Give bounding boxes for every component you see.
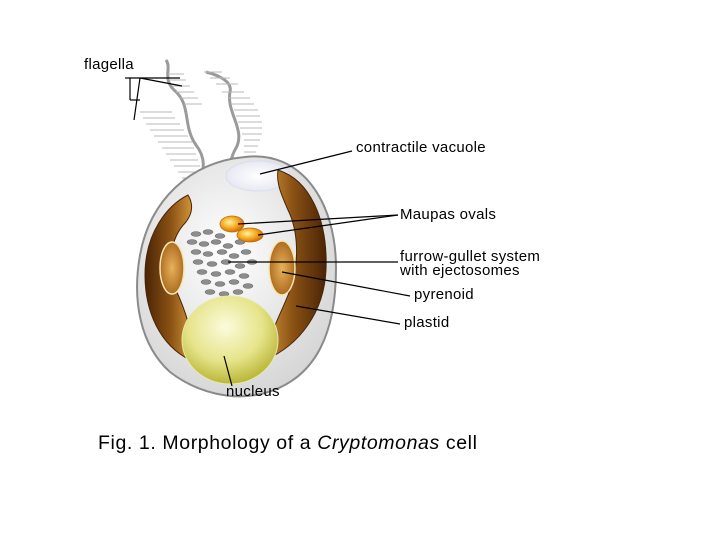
leader-pyrenoid: [281, 271, 411, 297]
caption-genus: Cryptomonas: [317, 432, 440, 454]
pyrenoid-right: [268, 240, 296, 296]
label-plastid: plastid: [404, 314, 450, 331]
leader-lines: [125, 77, 411, 387]
label-furrow-gullet-1: furrow-gullet system: [400, 248, 541, 265]
ejectosomes: [186, 229, 258, 297]
nucleus-shape: [181, 295, 279, 385]
label-pyrenoid: pyrenoid: [414, 286, 474, 303]
figure-caption: Fig. 1. Morphology of a Cryptomonas cell: [98, 432, 478, 455]
label-flagella: flagella: [84, 56, 134, 73]
leader-maupas-1: [237, 214, 399, 225]
leader-flagella-top: [139, 77, 183, 87]
caption-suffix: cell: [439, 432, 478, 454]
leader-maupas-2: [257, 214, 399, 236]
leader-contractile-vacuole: [259, 150, 353, 175]
maupas-oval-2: [236, 227, 264, 243]
label-nucleus: nucleus: [226, 383, 280, 400]
label-furrow-gullet-2: with ejectosomes: [400, 262, 520, 279]
leader-plastid: [295, 305, 401, 325]
caption-prefix: Fig. 1. Morphology of a: [98, 432, 318, 454]
label-maupas-ovals: Maupas ovals: [400, 206, 497, 223]
label-contractile-vacuole: contractile vacuole: [356, 139, 486, 156]
leader-nucleus: [223, 355, 233, 387]
pyrenoid-left: [159, 241, 185, 295]
leader-flagella-down: [133, 77, 141, 121]
